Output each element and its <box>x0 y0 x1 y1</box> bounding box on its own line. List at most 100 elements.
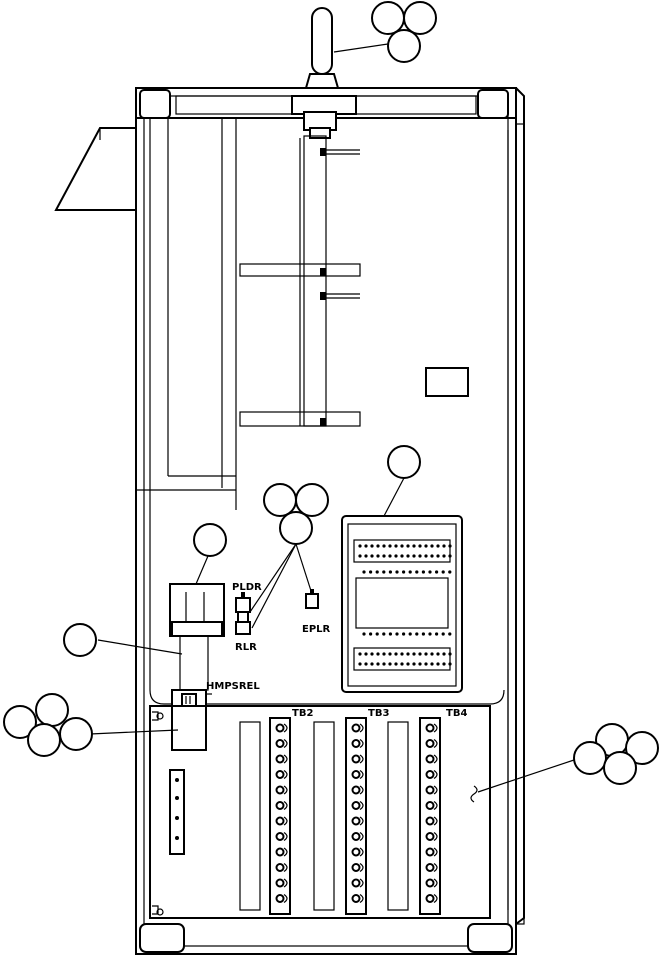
module-pin <box>408 570 412 574</box>
terminal-screw <box>351 894 361 903</box>
terminal-wire <box>433 816 438 826</box>
terminal-screw <box>275 894 285 903</box>
module-pin <box>402 632 406 636</box>
terminal-screw <box>351 801 361 810</box>
terminal-wire <box>359 770 364 779</box>
module-pin <box>395 570 399 574</box>
terminal-wire <box>433 847 438 857</box>
module-pin <box>358 544 362 548</box>
module-pin <box>424 544 428 548</box>
terminal-wire <box>433 863 438 872</box>
terminal-wire <box>283 754 288 764</box>
side-hood <box>54 127 136 211</box>
diagram-labels: PLDR RLR EPLR HMPSREL TB2 TB3 TB4 <box>206 582 467 719</box>
module-pin <box>406 554 410 558</box>
callout-antenna <box>371 1 437 63</box>
terminal-screw <box>275 785 285 795</box>
module-pin <box>442 662 446 666</box>
module-pin <box>408 632 412 636</box>
terminal-wire <box>283 723 288 733</box>
module-pin <box>441 570 445 574</box>
terminal-wire <box>433 754 438 764</box>
terminal-wire <box>433 785 438 795</box>
terminal-wire <box>359 816 364 826</box>
module-pin <box>406 662 410 666</box>
module-pin <box>370 652 374 656</box>
label-eplr: EPLR <box>302 624 331 635</box>
module-pin <box>382 632 386 636</box>
module-pin <box>406 544 410 548</box>
module-pin <box>415 570 419 574</box>
cabinet-enclosure <box>135 87 525 955</box>
terminal-wire <box>359 723 364 733</box>
module-pin <box>394 544 398 548</box>
terminal-screw <box>425 723 435 733</box>
terminal-screw <box>351 739 361 748</box>
terminal-screw <box>425 894 435 903</box>
terminal-screw <box>425 863 435 872</box>
module-pin <box>375 570 379 574</box>
module-pin <box>436 662 440 666</box>
module-pin <box>376 544 380 548</box>
module-pin <box>448 554 452 558</box>
module-pin <box>382 652 386 656</box>
module-pin <box>362 570 366 574</box>
module-pin <box>382 570 386 574</box>
terminal-wire <box>359 894 364 903</box>
module-pin <box>415 632 419 636</box>
terminal-screw <box>351 878 361 888</box>
module-pin <box>421 632 425 636</box>
terminal-wire <box>359 863 364 872</box>
module-pin <box>364 554 368 558</box>
module-pin <box>435 570 439 574</box>
terminal-panel <box>149 705 491 919</box>
terminal-screw <box>351 847 361 857</box>
terminal-wire <box>283 894 288 903</box>
module-pin <box>436 544 440 548</box>
terminal-wire <box>433 739 438 748</box>
module-pin <box>424 662 428 666</box>
terminal-screw <box>275 801 285 810</box>
module-pin <box>370 544 374 548</box>
module-pin <box>430 662 434 666</box>
label-tb2: TB2 <box>292 708 313 719</box>
terminal-wire <box>359 832 364 841</box>
terminal-wire <box>359 754 364 764</box>
terminal-screw <box>275 770 285 779</box>
relay-module <box>341 515 463 693</box>
terminal-screw <box>351 863 361 872</box>
terminal-wire <box>283 863 288 872</box>
module-pin <box>430 544 434 548</box>
terminal-screw <box>275 816 285 826</box>
terminal-wire <box>433 723 438 733</box>
callout-ground-bar <box>3 693 93 757</box>
module-pin <box>369 570 373 574</box>
callout-hmps-mount <box>63 623 97 657</box>
module-pin <box>369 632 373 636</box>
module-pin <box>376 554 380 558</box>
terminal-wire <box>359 847 364 857</box>
module-pin <box>418 662 422 666</box>
terminal-wire <box>283 832 288 841</box>
terminal-screw <box>425 754 435 764</box>
module-pin <box>388 554 392 558</box>
module-pin <box>364 544 368 548</box>
module-pin <box>388 662 392 666</box>
terminal-screw <box>351 816 361 826</box>
module-pin <box>418 544 422 548</box>
terminal-wire <box>359 785 364 795</box>
callout-hmps-relay <box>193 523 227 557</box>
module-pin <box>436 554 440 558</box>
module-pin <box>418 554 422 558</box>
terminal-screw <box>351 785 361 795</box>
terminal-screw <box>425 801 435 810</box>
module-pin <box>394 652 398 656</box>
terminal-screw <box>275 832 285 841</box>
terminal-wire <box>433 770 438 779</box>
terminal-screw <box>425 816 435 826</box>
terminal-wire <box>359 801 364 810</box>
module-pin <box>448 652 452 656</box>
eplr-relay <box>305 589 319 609</box>
terminal-wire <box>433 801 438 810</box>
